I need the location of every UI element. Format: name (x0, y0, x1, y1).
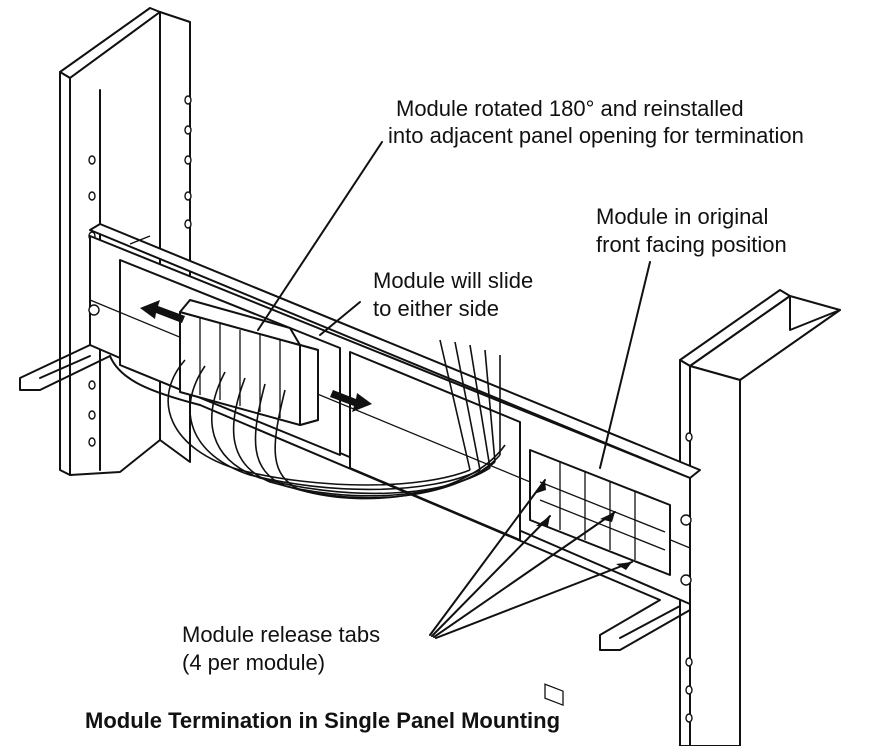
release-tabs-label-line2: (4 per module) (182, 650, 325, 675)
rotated-module-label-line1: Module rotated 180° and reinstalled (396, 96, 744, 121)
original-module-label-line1: Module in original (596, 204, 768, 229)
front-facing-module (529, 449, 671, 707)
diagram-caption: Module Termination in Single Panel Mount… (85, 708, 560, 733)
leader-lines (257, 141, 651, 639)
slide-label-line2: to either side (373, 296, 499, 321)
slide-arrows (140, 300, 372, 412)
slide-label-line1: Module will slide (373, 268, 533, 293)
cable-management-bar (19, 344, 691, 651)
cable-bundle (167, 339, 506, 500)
release-tabs-label-line1: Module release tabs (182, 622, 380, 647)
original-module-label-line2: front facing position (596, 232, 787, 257)
left-rail-holes (88, 95, 192, 447)
rotated-module-label-line2: into adjacent panel opening for terminat… (388, 123, 804, 148)
right-rack-rail (679, 289, 841, 746)
